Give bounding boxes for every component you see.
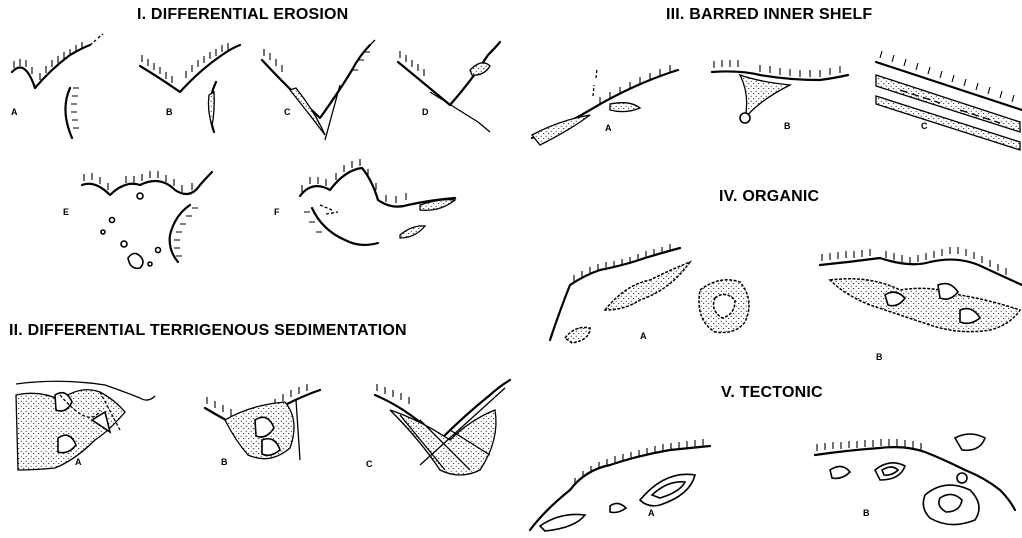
sedimentation-panel-b [205, 384, 320, 460]
tectonic-label-a: A [648, 508, 655, 518]
erosion-panel-a [12, 34, 103, 138]
barred-panel-a [532, 65, 678, 145]
sedimentation-panel-c [375, 380, 510, 475]
sedimentation-label-b: B [221, 457, 228, 467]
erosion-panel-e [82, 171, 212, 268]
section-title-organic: IV. ORGANIC [719, 188, 819, 206]
erosion-panel-f [300, 159, 455, 245]
organic-label-a: A [640, 331, 647, 341]
tectonic-label-b: B [863, 508, 870, 518]
erosion-label-f: F [274, 207, 280, 217]
section-title-tectonic: V. TECTONIC [721, 384, 823, 402]
barred-panel-b [712, 60, 848, 123]
barred-label-b: B [784, 121, 791, 131]
sedimentation-label-c: C [366, 459, 373, 469]
erosion-panel-c [262, 40, 375, 140]
tectonic-panel-b [815, 434, 1015, 525]
tectonic-panel-a [530, 439, 710, 531]
barred-label-a: A [605, 123, 612, 133]
sedimentation-panel-a [16, 381, 155, 470]
erosion-label-d: D [422, 107, 429, 117]
erosion-label-c: C [284, 107, 291, 117]
sedimentation-label-a: A [75, 457, 82, 467]
section-title-erosion: I. DIFFERENTIAL EROSION [137, 6, 348, 24]
erosion-label-a: A [11, 107, 18, 117]
organic-panel-b [820, 247, 1022, 332]
organic-panel-a [550, 244, 749, 343]
section-title-barred-shelf: III. BARRED INNER SHELF [666, 6, 872, 24]
organic-label-b: B [876, 352, 883, 362]
erosion-label-e: E [63, 207, 69, 217]
erosion-label-b: B [166, 107, 173, 117]
barred-label-c: C [921, 121, 928, 131]
erosion-panel-d [398, 42, 500, 132]
section-title-sedimentation: II. DIFFERENTIAL TERRIGENOUS SEDIMENTATI… [9, 322, 407, 340]
barred-panel-c [876, 51, 1022, 150]
erosion-panel-b [140, 43, 240, 132]
